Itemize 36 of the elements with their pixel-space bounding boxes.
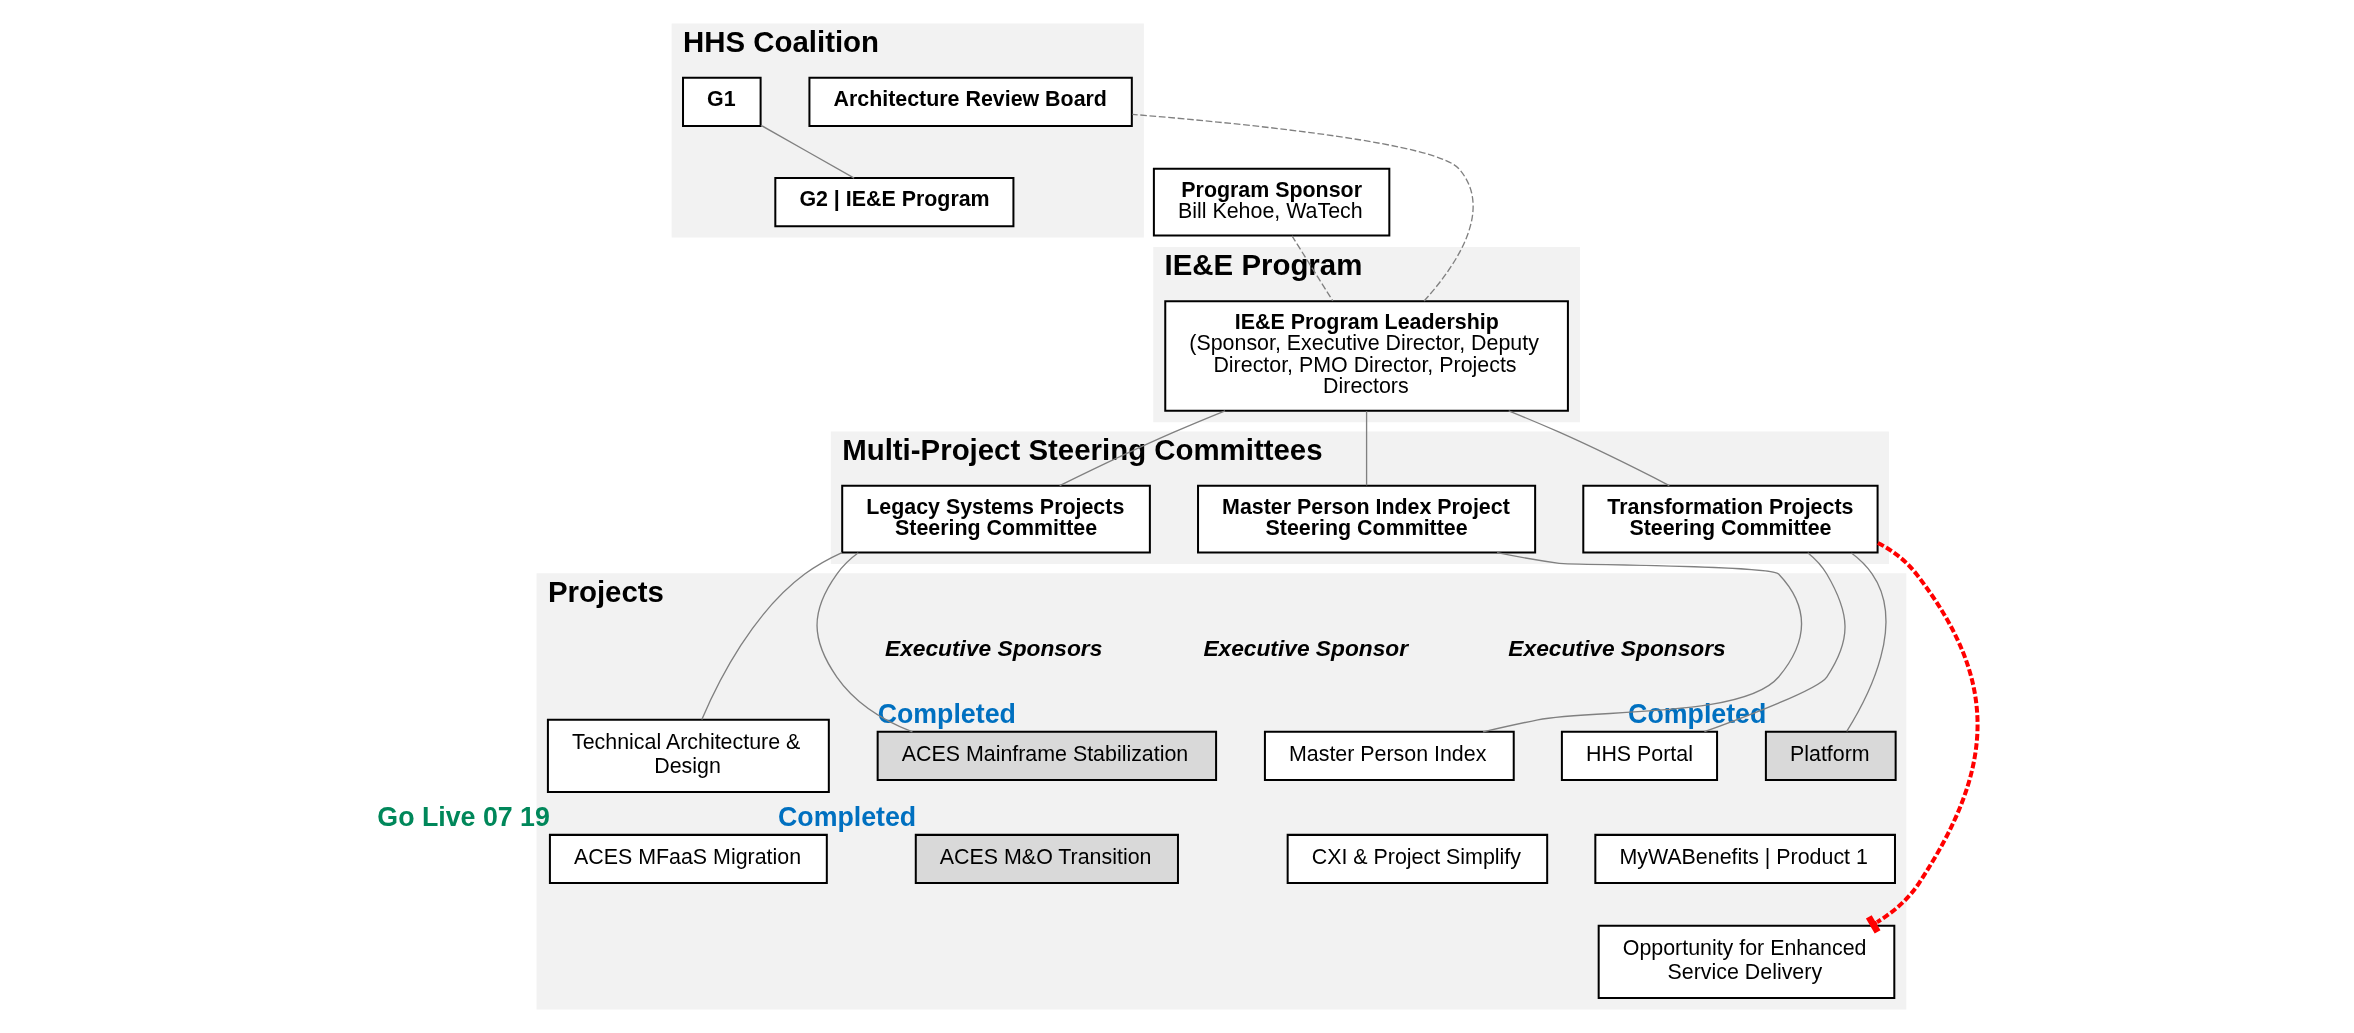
connector <box>759 124 855 179</box>
node-label: Completed <box>1627 698 1766 729</box>
connector <box>1703 552 1846 733</box>
node-box: Master Person Index Project Steering Committee <box>1196 484 1536 554</box>
node-box: Transformation Projects Steering Committee <box>1581 484 1879 554</box>
connector <box>1131 113 1474 302</box>
label: Executive Sponsor <box>1202 635 1408 662</box>
node-box: G2 | IE&E Program <box>773 177 1014 228</box>
connector <box>1507 410 1670 487</box>
node-box: ACES Mainframe Stabilization <box>876 730 1217 782</box>
node-box: CXI & Project Simplify <box>1286 833 1548 885</box>
node-box: MyWABenefits | Product 1 <box>1593 833 1896 885</box>
label: Executive Sponsors <box>1507 635 1726 662</box>
connector <box>1058 410 1226 487</box>
connector <box>1845 552 1886 732</box>
node-box: Architecture Review Board <box>807 76 1133 127</box>
node-box: Master Person Index <box>1263 730 1515 782</box>
node-box: Program Sponsor Bill Kehoe, WaTech <box>1152 167 1390 237</box>
label: Executive Sponsors <box>884 635 1102 662</box>
connector <box>1865 541 1979 934</box>
node-box: G1 <box>681 76 762 127</box>
node-box: ACES M&O Transition <box>914 833 1179 885</box>
node-box: Legacy Systems Projects Steering Committee <box>840 484 1151 554</box>
connector <box>1290 235 1333 302</box>
node-box: Technical Architecture & Design <box>546 718 830 794</box>
node-label: Completed <box>877 698 1016 729</box>
node-box: HHS Portal <box>1560 730 1718 782</box>
connector <box>815 552 913 733</box>
connector <box>1365 410 1367 487</box>
node-box: IE&E Program Leadership (Sponsor, Executive Director, Deputy Director, PMO Director, Projects Directors <box>1163 300 1569 412</box>
node-label: Completed <box>777 801 916 832</box>
connector <box>1481 552 1802 733</box>
node-box: Opportunity for Enhanced Service Delivery <box>1597 924 1895 1000</box>
connector <box>700 551 843 721</box>
node-box: ACES MFaaS Migration <box>548 833 828 885</box>
node-box: Platform <box>1764 730 1897 782</box>
